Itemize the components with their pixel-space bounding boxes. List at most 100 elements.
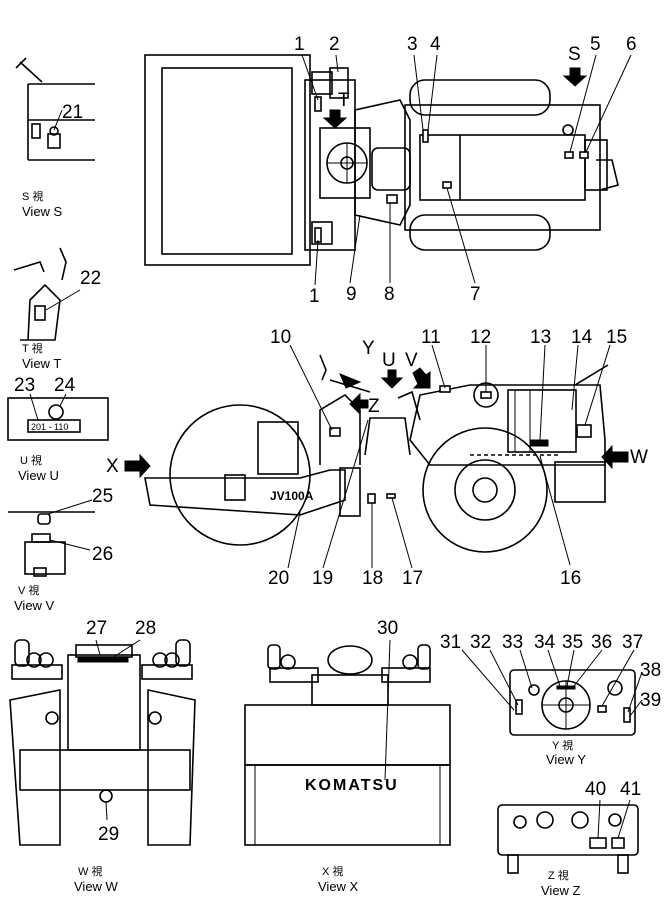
view-y-jp: Y 視 — [552, 738, 573, 752]
steering-post — [319, 393, 361, 465]
view-w-caption: View W — [74, 879, 119, 894]
callout-9: 9 — [346, 284, 357, 305]
callout-35: 35 — [562, 632, 583, 653]
front-frame-side — [144, 469, 346, 516]
callout-30: 30 — [377, 618, 398, 639]
callout-38: 38 — [640, 660, 661, 681]
callout-3: 3 — [407, 34, 418, 55]
view-y — [461, 649, 643, 736]
callout-5: 5 — [590, 34, 601, 55]
seat-top — [371, 147, 411, 191]
decal-6 — [579, 151, 589, 159]
rear-lamp — [584, 139, 608, 191]
view-x-jp: X 視 — [322, 864, 343, 878]
decal-8 — [386, 194, 398, 204]
letter-y: Y — [362, 338, 375, 359]
view-t-caption: View T — [22, 356, 61, 371]
drum-top — [144, 54, 311, 266]
top-view: S T — [144, 44, 619, 266]
decal-4 — [422, 129, 429, 143]
view-u-plate: 201 - 110 — [31, 422, 68, 432]
tire-right-top — [409, 214, 551, 251]
callout-36: 36 — [591, 632, 612, 653]
callout-22: 22 — [80, 268, 101, 289]
callout-25: 25 — [92, 486, 113, 507]
view-s-jp: S 視 — [22, 189, 43, 203]
letter-v: V — [405, 350, 418, 371]
callout-41: 41 — [620, 779, 641, 800]
decal-5 — [564, 151, 574, 159]
callout-26: 26 — [92, 544, 113, 565]
decal-7 — [442, 181, 452, 189]
callout-40: 40 — [585, 779, 606, 800]
callout-19: 19 — [312, 568, 333, 589]
callout-39: 39 — [640, 690, 661, 711]
letter-w: W — [630, 447, 648, 468]
callout-23: 23 — [14, 375, 35, 396]
callout-16: 16 — [560, 568, 581, 589]
view-z — [497, 799, 639, 874]
view-s — [15, 57, 95, 161]
callout-27: 27 — [86, 618, 107, 639]
rear-wheel — [422, 427, 548, 553]
articulation-frame — [354, 99, 411, 226]
view-w — [9, 639, 196, 846]
view-t — [13, 247, 81, 341]
rear-body-side — [409, 384, 606, 466]
callout-4: 4 — [430, 34, 441, 55]
callout-2: 2 — [329, 34, 340, 55]
letter-u: U — [382, 350, 396, 371]
arrow-z — [349, 392, 369, 416]
arrow-w — [601, 444, 629, 470]
view-w-jp: W 視 — [78, 864, 102, 878]
callout-28: 28 — [135, 618, 156, 639]
callout-32: 32 — [470, 632, 491, 653]
rear-body — [404, 104, 601, 231]
decal-1a — [314, 96, 322, 112]
view-x: KOMATSU — [244, 639, 451, 846]
callout-11: 11 — [421, 327, 441, 348]
callout-7: 7 — [470, 284, 481, 305]
tire-left-top — [409, 79, 551, 116]
view-t-jp: T 視 — [22, 341, 43, 355]
view-z-jp: Z 視 — [548, 868, 569, 882]
view-u: 201 - 110 — [7, 393, 109, 441]
arrow-v — [412, 367, 431, 389]
callout-6: 6 — [626, 34, 637, 55]
arrow-y — [339, 373, 362, 389]
callout-1b: 1 — [309, 286, 320, 307]
part-2-block — [329, 67, 349, 99]
letter-z: Z — [368, 396, 380, 417]
callout-33: 33 — [502, 632, 523, 653]
view-v-caption: View V — [14, 598, 55, 613]
callout-10: 10 — [270, 327, 291, 348]
deck — [319, 127, 371, 199]
view-z-caption: View Z — [541, 883, 581, 898]
callout-31: 31 — [440, 632, 461, 653]
callout-18: 18 — [362, 568, 383, 589]
view-u-jp: U 視 — [20, 453, 42, 467]
leaders-side — [287, 344, 611, 569]
callout-15: 15 — [606, 327, 627, 348]
callout-20: 20 — [268, 568, 289, 589]
arrow-s — [562, 67, 588, 87]
view-s-caption: View S — [22, 204, 63, 219]
view-v-jp: V 視 — [18, 583, 39, 597]
brand-label: KOMATSU — [305, 777, 399, 794]
callout-29: 29 — [98, 824, 119, 845]
handrail — [596, 159, 619, 191]
callout-21: 21 — [62, 102, 83, 123]
arrow-x — [124, 453, 151, 479]
callout-14: 14 — [571, 327, 593, 348]
view-u-caption: View U — [18, 468, 59, 483]
leaders-top — [301, 54, 632, 286]
model-label: JV100A — [270, 489, 314, 503]
side-view: JV100A X W U — [106, 338, 648, 553]
callout-37: 37 — [622, 632, 643, 653]
seat-side — [397, 390, 421, 421]
letter-t: T — [338, 90, 350, 111]
callout-13: 13 — [530, 327, 551, 348]
hood-panel — [419, 134, 586, 201]
view-y-caption: View Y — [546, 752, 586, 767]
